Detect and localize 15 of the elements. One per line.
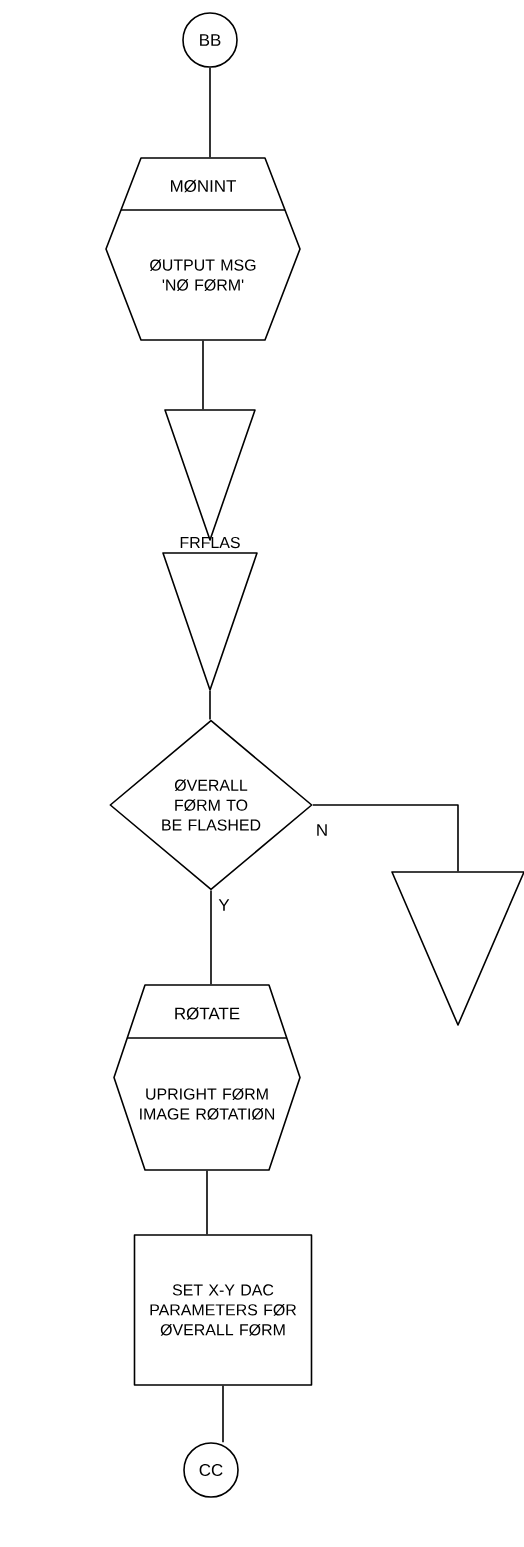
connector-line bbox=[209, 690, 211, 721]
connector-line bbox=[222, 1385, 224, 1443]
offpage-triangle bbox=[391, 871, 524, 1026]
edge-label: N bbox=[317, 824, 327, 836]
connector-line bbox=[312, 804, 459, 872]
connector-line bbox=[209, 67, 211, 158]
process-box: SET X-Y DAC PARAMETERS FØR ØVERALL FØRM bbox=[133, 1234, 313, 1386]
hexagon-box: MØNINT ØUTPUT MSG 'NØ FØRM' bbox=[105, 157, 301, 341]
edge-label: Y bbox=[218, 899, 230, 911]
node-label: FRFLAS bbox=[180, 536, 240, 549]
offpage-triangle: FRFLAS bbox=[162, 536, 258, 691]
connector-line bbox=[210, 889, 212, 985]
hexagon-box: RØTATE UPRIGHT FØRM IMAGE RØTATIØN bbox=[113, 984, 301, 1171]
connector-line bbox=[206, 1170, 208, 1235]
connector-line bbox=[202, 340, 204, 410]
